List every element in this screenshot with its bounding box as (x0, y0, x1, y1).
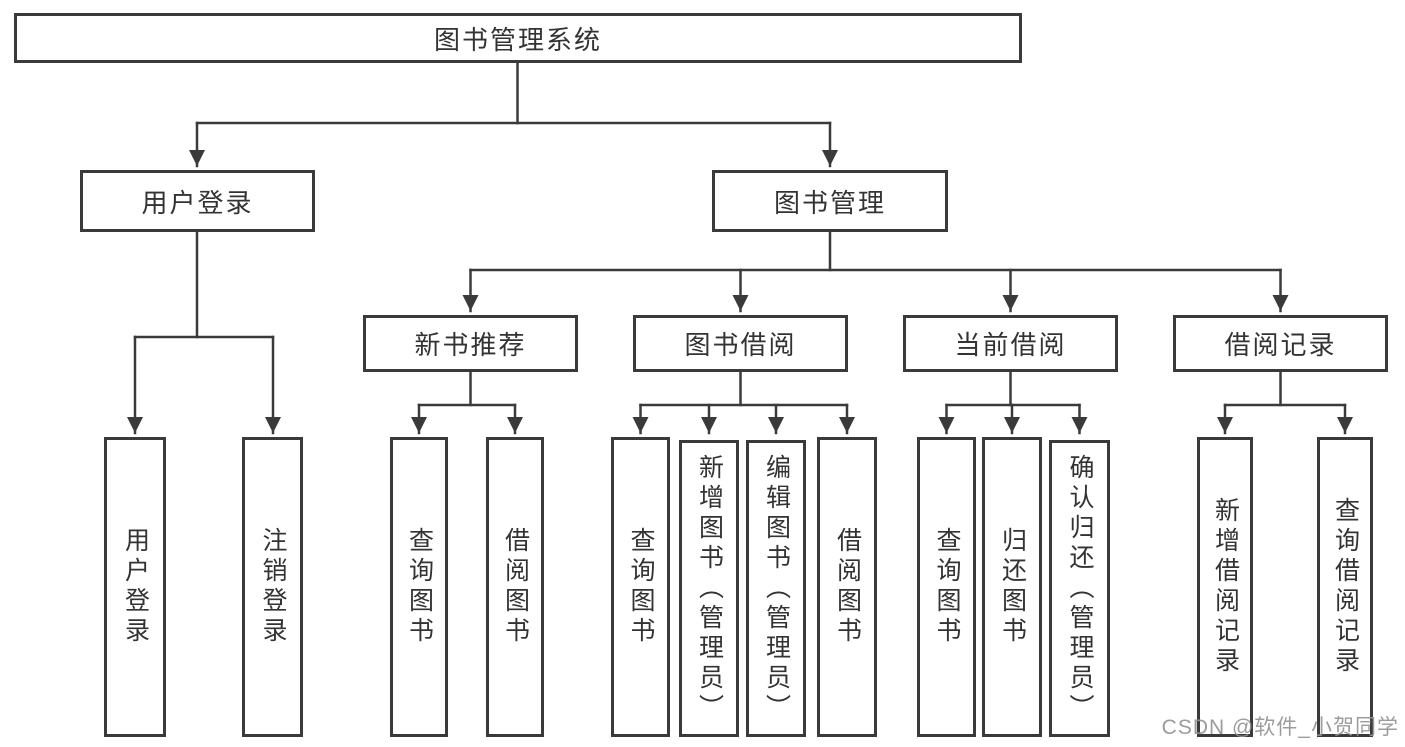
leaf-borrow-query-books: 查询图书 (611, 437, 670, 737)
leaf-add-books-admin: 新增图书（管理员） (679, 440, 739, 737)
leaf-return-books-label: 归还图书 (998, 527, 1027, 647)
leaf-borrow-books-label: 借阅图书 (833, 527, 862, 647)
leaf-edit-books-admin-label: 编辑图书（管理员） (762, 453, 791, 724)
node-user-login: 用户登录 (80, 170, 315, 232)
node-borrow-records-label: 借阅记录 (1224, 330, 1337, 360)
csdn-watermark: CSDN @软件_小贺同学 (1161, 716, 1399, 739)
node-book-borrow-label: 图书借阅 (684, 330, 797, 360)
leaf-edit-books-admin: 编辑图书（管理员） (746, 440, 806, 737)
leaf-query-borrow-record: 查询借阅记录 (1317, 437, 1373, 737)
leaf-recommend-query-books-label: 查询图书 (405, 527, 434, 647)
leaf-current-query-books-label: 查询图书 (933, 527, 961, 647)
leaf-add-borrow-record: 新增借阅记录 (1197, 437, 1253, 737)
node-current-borrow: 当前借阅 (903, 315, 1118, 372)
leaf-add-borrow-record-label: 新增借阅记录 (1211, 497, 1240, 677)
node-root-label: 图书管理系统 (433, 24, 602, 55)
node-user-login-label: 用户登录 (141, 187, 254, 218)
node-book-management-label: 图书管理 (773, 187, 886, 218)
leaf-recommend-borrow-books-label: 借阅图书 (501, 527, 530, 647)
node-new-book-recommend-label: 新书推荐 (414, 330, 527, 360)
node-borrow-records: 借阅记录 (1173, 315, 1388, 372)
leaf-current-query-books: 查询图书 (917, 437, 976, 737)
node-current-borrow-label: 当前借阅 (954, 330, 1067, 360)
node-root-system: 图书管理系统 (14, 13, 1022, 63)
leaf-confirm-return-admin: 确认归还（管理员） (1049, 440, 1110, 737)
leaf-user-login-label: 用户登录 (121, 527, 150, 647)
leaf-recommend-borrow-books: 借阅图书 (486, 437, 544, 737)
node-book-management: 图书管理 (712, 170, 948, 232)
leaf-add-books-admin-label: 新增图书（管理员） (695, 453, 724, 724)
leaf-logout-label: 注销登录 (259, 527, 287, 647)
leaf-borrow-books: 借阅图书 (817, 437, 877, 737)
leaf-recommend-query-books: 查询图书 (390, 437, 448, 737)
leaf-user-login: 用户登录 (104, 437, 166, 737)
leaf-return-books: 归还图书 (982, 437, 1042, 737)
leaf-logout: 注销登录 (242, 437, 303, 737)
node-new-book-recommend: 新书推荐 (363, 315, 578, 372)
node-book-borrow: 图书借阅 (633, 315, 848, 372)
leaf-borrow-query-books-label: 查询图书 (627, 527, 655, 647)
leaf-confirm-return-admin-label: 确认归还（管理员） (1066, 453, 1094, 724)
leaf-query-borrow-record-label: 查询借阅记录 (1331, 497, 1360, 677)
